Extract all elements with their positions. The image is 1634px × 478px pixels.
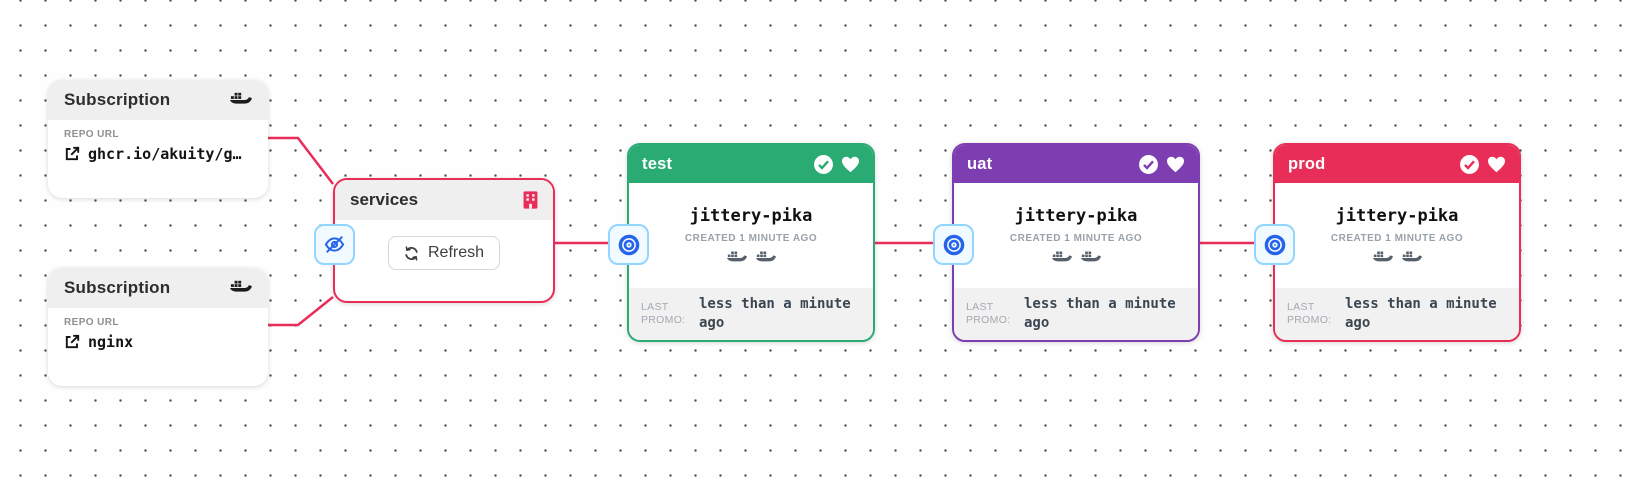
docker-icon [1401, 251, 1422, 266]
check-circle-icon [813, 154, 834, 175]
subscription-body: REPO URL nginx [48, 308, 268, 351]
repo-url-link[interactable]: nginx [64, 333, 252, 351]
stage-name: prod [1288, 154, 1326, 173]
refresh-label: Refresh [427, 244, 485, 261]
warehouse-node-services[interactable]: services [333, 178, 555, 303]
warehouse-title: services [350, 190, 419, 209]
stage-name: uat [967, 154, 993, 173]
freight-target-button-test[interactable] [608, 224, 649, 265]
last-promotion-bar: LAST PROMO: less than a minute ago [629, 288, 873, 340]
stage-node-uat[interactable]: uat jittery-pika CREATED 1 MINUTE AGO [952, 143, 1200, 342]
subscription-body: REPO URL ghcr.io/akuity/g… [48, 120, 268, 163]
external-link-icon [64, 146, 80, 162]
freight-created-label: CREATED 1 MINUTE AGO [1009, 232, 1143, 244]
stage-node-test[interactable]: test jittery-pika CREATED 1 MINUTE AGO [627, 143, 875, 342]
subscription-node-2[interactable]: Subscription REPO URL nginx [48, 268, 268, 386]
docker-icon [1372, 251, 1393, 266]
docker-icon [230, 280, 252, 297]
external-link-icon [64, 334, 80, 350]
freight-target-button-prod[interactable] [1254, 224, 1295, 265]
subscription-node-1[interactable]: Subscription REPO URL ghcr.io/akuity/g… [48, 80, 268, 198]
repo-url-value: nginx [88, 333, 134, 351]
bullseye-icon [617, 233, 641, 257]
freight-summary[interactable]: jittery-pika CREATED 1 MINUTE AGO [629, 183, 873, 288]
subscription-title: Subscription [64, 278, 171, 297]
warehouse-building-icon [523, 191, 538, 209]
last-promo-value: less than a minute ago [1024, 296, 1176, 331]
docker-icon [230, 92, 252, 109]
check-circle-icon [1138, 154, 1159, 175]
bullseye-icon [942, 233, 966, 257]
heart-icon [1487, 156, 1506, 173]
docker-icon [1051, 251, 1072, 266]
docker-icon [1080, 251, 1101, 266]
freight-created-label: CREATED 1 MINUTE AGO [684, 232, 818, 244]
stage-name: test [642, 154, 673, 173]
freight-target-button-uat[interactable] [933, 224, 974, 265]
heart-icon [1166, 156, 1185, 173]
subscription-title: Subscription [64, 90, 171, 109]
last-promotion-bar: LAST PROMO: less than a minute ago [954, 288, 1198, 340]
refresh-button[interactable]: Refresh [387, 236, 501, 270]
repo-url-link[interactable]: ghcr.io/akuity/g… [64, 145, 252, 163]
stage-header: prod [1275, 145, 1519, 183]
last-promo-label: LAST PROMO: [1287, 300, 1332, 326]
hide-subscriptions-button[interactable] [314, 224, 355, 265]
warehouse-header: services [335, 180, 553, 220]
repo-url-value: ghcr.io/akuity/g… [88, 145, 242, 163]
freight-summary[interactable]: jittery-pika CREATED 1 MINUTE AGO [954, 183, 1198, 288]
subscription-header: Subscription [48, 80, 268, 120]
stage-node-prod[interactable]: prod jittery-pika CREATED 1 MINUTE AGO [1273, 143, 1521, 342]
subscription-header: Subscription [48, 268, 268, 308]
docker-icon [755, 251, 776, 266]
warehouse-body: Refresh [335, 220, 553, 286]
check-circle-icon [1459, 154, 1480, 175]
docker-icon [726, 251, 747, 266]
last-promotion-bar: LAST PROMO: less than a minute ago [1275, 288, 1519, 340]
bullseye-icon [1263, 233, 1287, 257]
last-promo-label: LAST PROMO: [641, 300, 686, 326]
edge-subscription2-warehouse [268, 296, 334, 327]
last-promo-value: less than a minute ago [1345, 296, 1497, 331]
last-promo-label: LAST PROMO: [966, 300, 1011, 326]
eye-off-icon [323, 233, 346, 256]
stage-header: uat [954, 145, 1198, 183]
freight-name: jittery-pika [1335, 205, 1459, 226]
refresh-icon [404, 245, 419, 261]
freight-created-label: CREATED 1 MINUTE AGO [1330, 232, 1464, 244]
heart-icon [841, 156, 860, 173]
freight-name: jittery-pika [689, 205, 813, 226]
last-promo-value: less than a minute ago [699, 296, 851, 331]
freight-name: jittery-pika [1014, 205, 1138, 226]
freight-summary[interactable]: jittery-pika CREATED 1 MINUTE AGO [1275, 183, 1519, 288]
repo-url-label: REPO URL [64, 317, 119, 328]
stage-header: test [629, 145, 873, 183]
edge-subscription1-warehouse [268, 136, 334, 185]
repo-url-label: REPO URL [64, 129, 119, 140]
